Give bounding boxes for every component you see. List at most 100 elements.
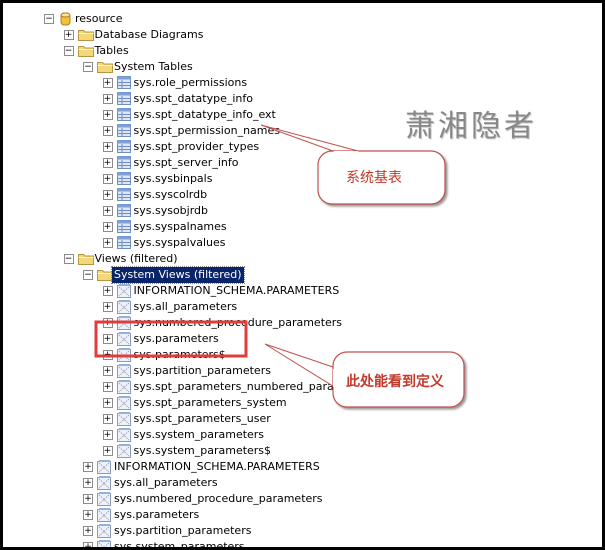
tree-node-label[interactable]: sys.system_parameters xyxy=(133,428,265,441)
expand-toggle-icon[interactable]: + xyxy=(102,110,113,120)
tree-node-label[interactable]: sys.partition_parameters xyxy=(114,524,252,537)
tree-node[interactable]: + sys.spt_datatype_info xyxy=(3,91,602,107)
collapse-toggle-icon[interactable]: − xyxy=(83,270,93,280)
expand-toggle-icon[interactable]: + xyxy=(102,206,113,216)
tree-node[interactable]: + sys.role_permissions xyxy=(3,75,602,91)
tree-node-label[interactable]: sys.spt_parameters_user xyxy=(133,412,271,425)
expand-toggle-icon[interactable]: + xyxy=(83,510,93,520)
tree-node[interactable]: + sys.system_parameters xyxy=(3,539,602,547)
expand-toggle-icon[interactable]: + xyxy=(83,462,93,472)
expand-toggle-icon[interactable]: + xyxy=(102,94,113,104)
tree-node-label[interactable]: sys.syspalvalues xyxy=(133,236,226,249)
tree-node-label[interactable]: INFORMATION_SCHEMA.PARAMETERS xyxy=(133,284,340,297)
tree-node[interactable]: + sys.parameters xyxy=(3,507,602,523)
expand-toggle-icon[interactable]: + xyxy=(102,366,113,376)
tree-node-label[interactable]: sys.all_parameters xyxy=(114,476,218,489)
collapse-toggle-icon[interactable]: − xyxy=(44,14,54,24)
expand-toggle-icon[interactable]: + xyxy=(102,238,113,248)
tree-node[interactable]: + sys.spt_server_info xyxy=(3,155,602,171)
tree-node[interactable]: + sys.partition_parameters xyxy=(3,523,602,539)
tree-node-label[interactable]: Views (filtered) xyxy=(94,252,178,265)
expand-toggle-icon[interactable]: + xyxy=(102,446,113,456)
tree-node-label[interactable]: sys.sysobjrdb xyxy=(133,204,209,217)
tree-node-label[interactable]: sys.spt_permission_names xyxy=(133,124,281,137)
expand-toggle-icon[interactable]: + xyxy=(63,30,74,40)
tree-node-label[interactable]: sys.spt_datatype_info_ext xyxy=(133,108,276,121)
expand-toggle-icon[interactable]: + xyxy=(102,382,113,392)
expand-toggle-icon[interactable]: + xyxy=(102,190,113,200)
expand-toggle-icon[interactable]: + xyxy=(102,174,113,184)
tree-node[interactable]: + sys.sysbinpals xyxy=(3,171,602,187)
tree-node-label[interactable]: sys.spt_server_info xyxy=(133,156,239,169)
expand-toggle-icon[interactable]: + xyxy=(102,158,113,168)
callout-1-shape xyxy=(260,124,446,205)
folder-icon xyxy=(77,44,94,57)
expand-toggle-icon[interactable]: + xyxy=(83,494,93,504)
tree-node-label[interactable]: sys.syspalnames xyxy=(133,220,227,233)
expand-toggle-icon[interactable]: + xyxy=(102,414,113,424)
tree-node-label[interactable]: sys.system_parameters xyxy=(114,540,245,547)
tree-node-label[interactable]: System Tables xyxy=(114,60,193,73)
tree-node[interactable]: + sys.numbered_procedure_parameters xyxy=(3,491,602,507)
expand-toggle-icon[interactable]: + xyxy=(102,398,113,408)
tree-node[interactable]: − System Tables xyxy=(3,59,602,75)
collapse-toggle-icon[interactable]: − xyxy=(83,62,93,72)
tree-node[interactable]: + sys.syspalvalues xyxy=(3,235,602,251)
tree-node[interactable]: + INFORMATION_SCHEMA.PARAMETERS xyxy=(3,283,602,299)
tree-node[interactable]: − resource xyxy=(3,11,602,27)
tree-node-label[interactable]: Database Diagrams xyxy=(94,28,204,41)
tree-node-label[interactable]: System Views (filtered) xyxy=(111,266,245,284)
tree-node[interactable]: − System Views (filtered) xyxy=(3,266,602,284)
tree-node[interactable]: + sys.partition_parameters xyxy=(3,363,602,379)
collapse-toggle-icon[interactable]: − xyxy=(63,46,74,56)
expand-toggle-icon[interactable]: + xyxy=(102,286,113,296)
tree-node-label[interactable]: sys.role_permissions xyxy=(133,76,248,89)
tree-node[interactable]: + sys.system_parameters$ xyxy=(3,443,602,459)
expand-toggle-icon[interactable]: + xyxy=(102,222,113,232)
expand-toggle-icon[interactable]: + xyxy=(102,302,113,312)
expand-toggle-icon[interactable]: + xyxy=(102,142,113,152)
tree-node[interactable]: + sys.spt_provider_types xyxy=(3,139,602,155)
tree-node[interactable]: + sys.syscolrdb xyxy=(3,187,602,203)
tree-node[interactable]: + sys.all_parameters xyxy=(3,299,602,315)
tree-node-label[interactable]: sys.partition_parameters xyxy=(133,364,271,377)
view-icon xyxy=(116,444,131,458)
collapse-toggle-icon[interactable]: − xyxy=(63,254,74,264)
tree-node[interactable]: − Tables xyxy=(3,43,602,59)
tree-node-label[interactable]: sys.all_parameters xyxy=(133,300,238,313)
tree-node[interactable]: − Views (filtered) xyxy=(3,251,602,267)
tree-node[interactable]: + sys.spt_datatype_info_ext xyxy=(3,107,602,123)
tree-node-label[interactable]: sys.syscolrdb xyxy=(133,188,208,201)
tree-node[interactable]: + sys.syspalnames xyxy=(3,219,602,235)
tree-node-label[interactable]: sys.spt_datatype_info xyxy=(133,92,253,105)
tree-node-label[interactable]: sys.spt_parameters_numbered_parameters xyxy=(133,380,373,393)
expand-toggle-icon[interactable]: + xyxy=(83,478,93,488)
tree-node-label[interactable]: Tables xyxy=(94,44,129,57)
expand-toggle-icon[interactable]: + xyxy=(102,430,113,440)
tree-node-label[interactable]: sys.numbered_procedure_parameters xyxy=(114,492,323,505)
expand-toggle-icon[interactable]: + xyxy=(102,126,113,136)
tree-node[interactable]: + sys.spt_parameters_numbered_parameters xyxy=(3,379,602,395)
tree-node-label[interactable]: sys.system_parameters$ xyxy=(133,444,272,457)
tree-node-label[interactable]: sys.sysbinpals xyxy=(133,172,213,185)
tree-node[interactable]: + sys.spt_parameters_user xyxy=(3,411,602,427)
tree-node[interactable]: + INFORMATION_SCHEMA.PARAMETERS xyxy=(3,459,602,475)
table-icon xyxy=(116,76,131,89)
tree-node-label[interactable]: sys.parameters xyxy=(133,332,219,345)
tree-node[interactable]: + sys.sysobjrdb xyxy=(3,203,602,219)
tree-node[interactable]: + sys.spt_parameters_system xyxy=(3,395,602,411)
expand-toggle-icon[interactable]: + xyxy=(83,526,93,536)
tree-node-label[interactable]: sys.spt_provider_types xyxy=(133,140,260,153)
tree-node[interactable]: + sys.parameters xyxy=(3,331,602,347)
expand-toggle-icon[interactable]: + xyxy=(83,542,93,547)
tree-node-label[interactable]: sys.parameters xyxy=(114,508,200,521)
tree-node-label[interactable]: INFORMATION_SCHEMA.PARAMETERS xyxy=(114,460,320,473)
tree-node[interactable]: + Database Diagrams xyxy=(3,27,602,43)
tree-node-label[interactable]: sys.spt_parameters_system xyxy=(133,396,287,409)
tree-node[interactable]: + sys.all_parameters xyxy=(3,475,602,491)
expand-toggle-icon[interactable]: + xyxy=(102,78,113,88)
tree-node-label[interactable]: resource xyxy=(75,12,123,25)
tree-node[interactable]: + sys.system_parameters xyxy=(3,427,602,443)
tree-node[interactable]: + sys.spt_permission_names xyxy=(3,123,602,139)
expand-toggle-icon[interactable]: + xyxy=(102,334,113,344)
